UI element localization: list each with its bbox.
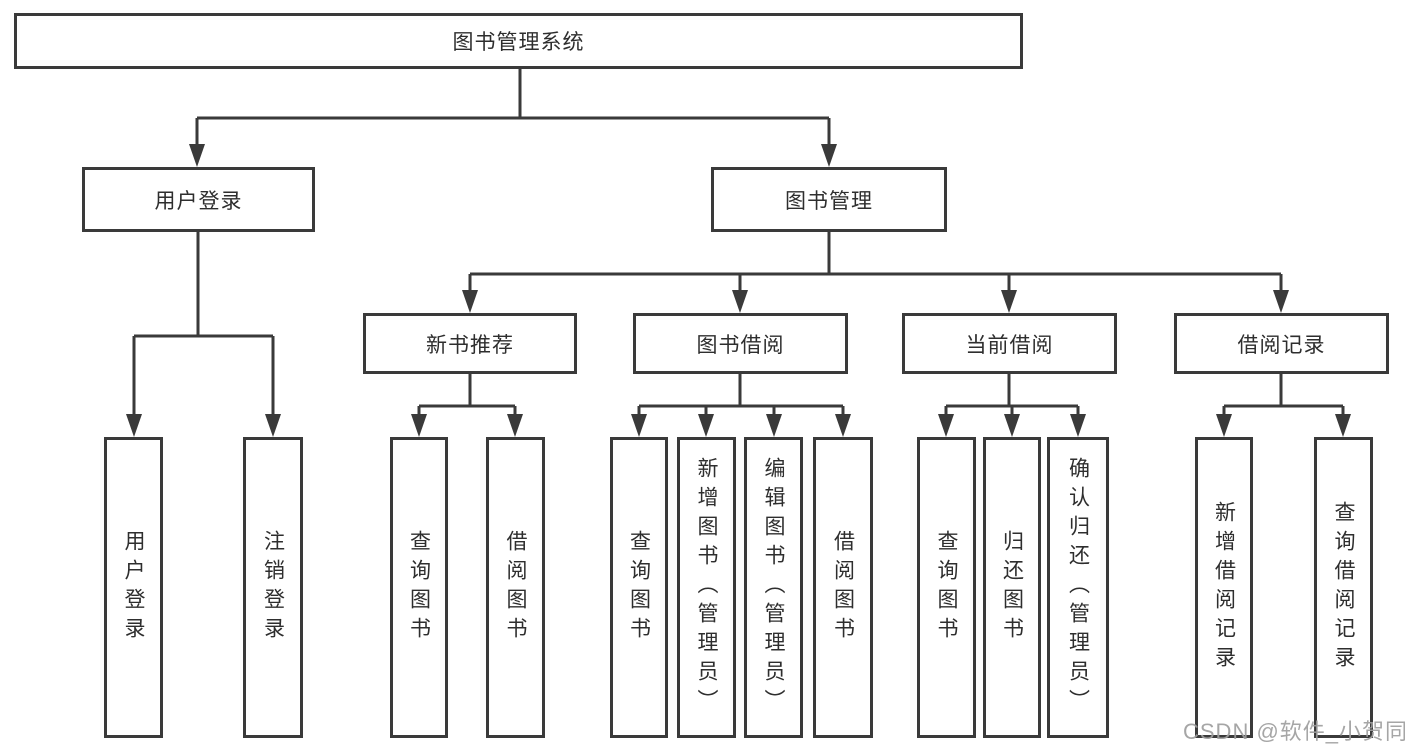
leaf-current-return-books: 归还图书 [983,437,1041,738]
connector-user-login-children [126,232,281,437]
node-root: 图书管理系统 [14,13,1023,69]
leaf-logout: 注销登录 [243,437,303,738]
leaf-borrowing-query-books-label: 查询图书 [627,529,651,646]
leaf-records-query-record: 查询借阅记录 [1314,437,1373,738]
node-book-management: 图书管理 [711,167,947,232]
leaf-recommend-query-books-label: 查询图书 [407,529,431,646]
node-book-borrowing: 图书借阅 [633,313,848,374]
node-new-book-recommend: 新书推荐 [363,313,577,374]
leaf-recommend-borrow-books-label: 借阅图书 [504,529,527,646]
leaf-current-query-books-label: 查询图书 [935,529,958,646]
leaf-recommend-borrow-books: 借阅图书 [486,437,545,738]
connector-book-management-children [462,232,1289,313]
leaf-borrowing-add-books-admin-label: 新增图书（管理员） [695,457,718,718]
leaf-user-login: 用户登录 [104,437,163,738]
leaf-current-query-books: 查询图书 [917,437,976,738]
leaf-borrowing-edit-books-admin: 编辑图书（管理员） [744,437,803,738]
leaf-recommend-query-books: 查询图书 [390,437,448,738]
leaf-borrowing-borrow-books-label: 借阅图书 [831,529,855,646]
leaf-borrowing-query-books: 查询图书 [610,437,668,738]
leaf-borrowing-add-books-admin: 新增图书（管理员） [677,437,736,738]
csdn-watermark: CSDN @软件_小贺同学 [1183,719,1405,744]
connector-book-borrowing-children [631,374,851,437]
leaf-current-confirm-return-admin-label: 确认归还（管理员） [1066,457,1090,718]
leaf-current-return-books-label: 归还图书 [1000,529,1024,646]
leaf-records-query-record-label: 查询借阅记录 [1332,500,1355,675]
leaf-records-add-record: 新增借阅记录 [1195,437,1253,738]
connector-new-book-recommend-children [411,374,523,437]
connector-borrowing-records-children [1216,374,1351,437]
leaf-records-add-record-label: 新增借阅记录 [1212,500,1236,675]
leaf-logout-label: 注销登录 [261,529,285,646]
leaf-borrowing-edit-books-admin-label: 编辑图书（管理员） [762,457,785,718]
leaf-user-login-label: 用户登录 [122,529,145,646]
leaf-current-confirm-return-admin: 确认归还（管理员） [1047,437,1109,738]
connector-root-to-level2 [189,69,837,167]
node-user-login: 用户登录 [82,167,315,232]
node-current-borrowing: 当前借阅 [902,313,1117,374]
leaf-borrowing-borrow-books: 借阅图书 [813,437,873,738]
node-borrowing-records: 借阅记录 [1174,313,1389,374]
connector-current-borrowing-children [938,374,1086,437]
